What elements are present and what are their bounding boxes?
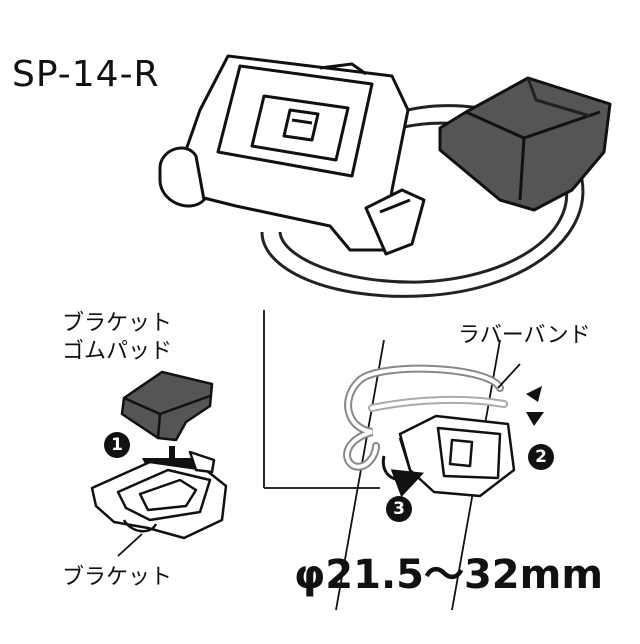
rotate-arrow-icon [381,455,425,498]
pull-arrow-icons [526,386,544,426]
bracket-label: ブラケット [62,565,173,590]
step-2-badge: 2 [528,444,554,470]
rubber-band-illustration [343,364,508,471]
bracket-rubber-pad-label: ブラケット ゴムパッド [62,311,173,364]
rubber-band-leader-line [497,363,521,389]
bracket-illustration [158,54,426,256]
rubber-band-label: ラバーバンド [458,323,591,348]
step-3-badge: 3 [386,496,412,522]
model-title: SP-14-R [12,54,160,95]
diameter-range-label: φ21.5～32mm [294,552,604,598]
small-bracket [90,450,228,540]
bracket-leader-line [117,533,143,557]
step-1-badge: 1 [104,432,130,458]
rubber-pad-illustration [438,76,612,212]
small-rubber-pad [120,370,214,442]
mounted-bracket [398,414,516,498]
